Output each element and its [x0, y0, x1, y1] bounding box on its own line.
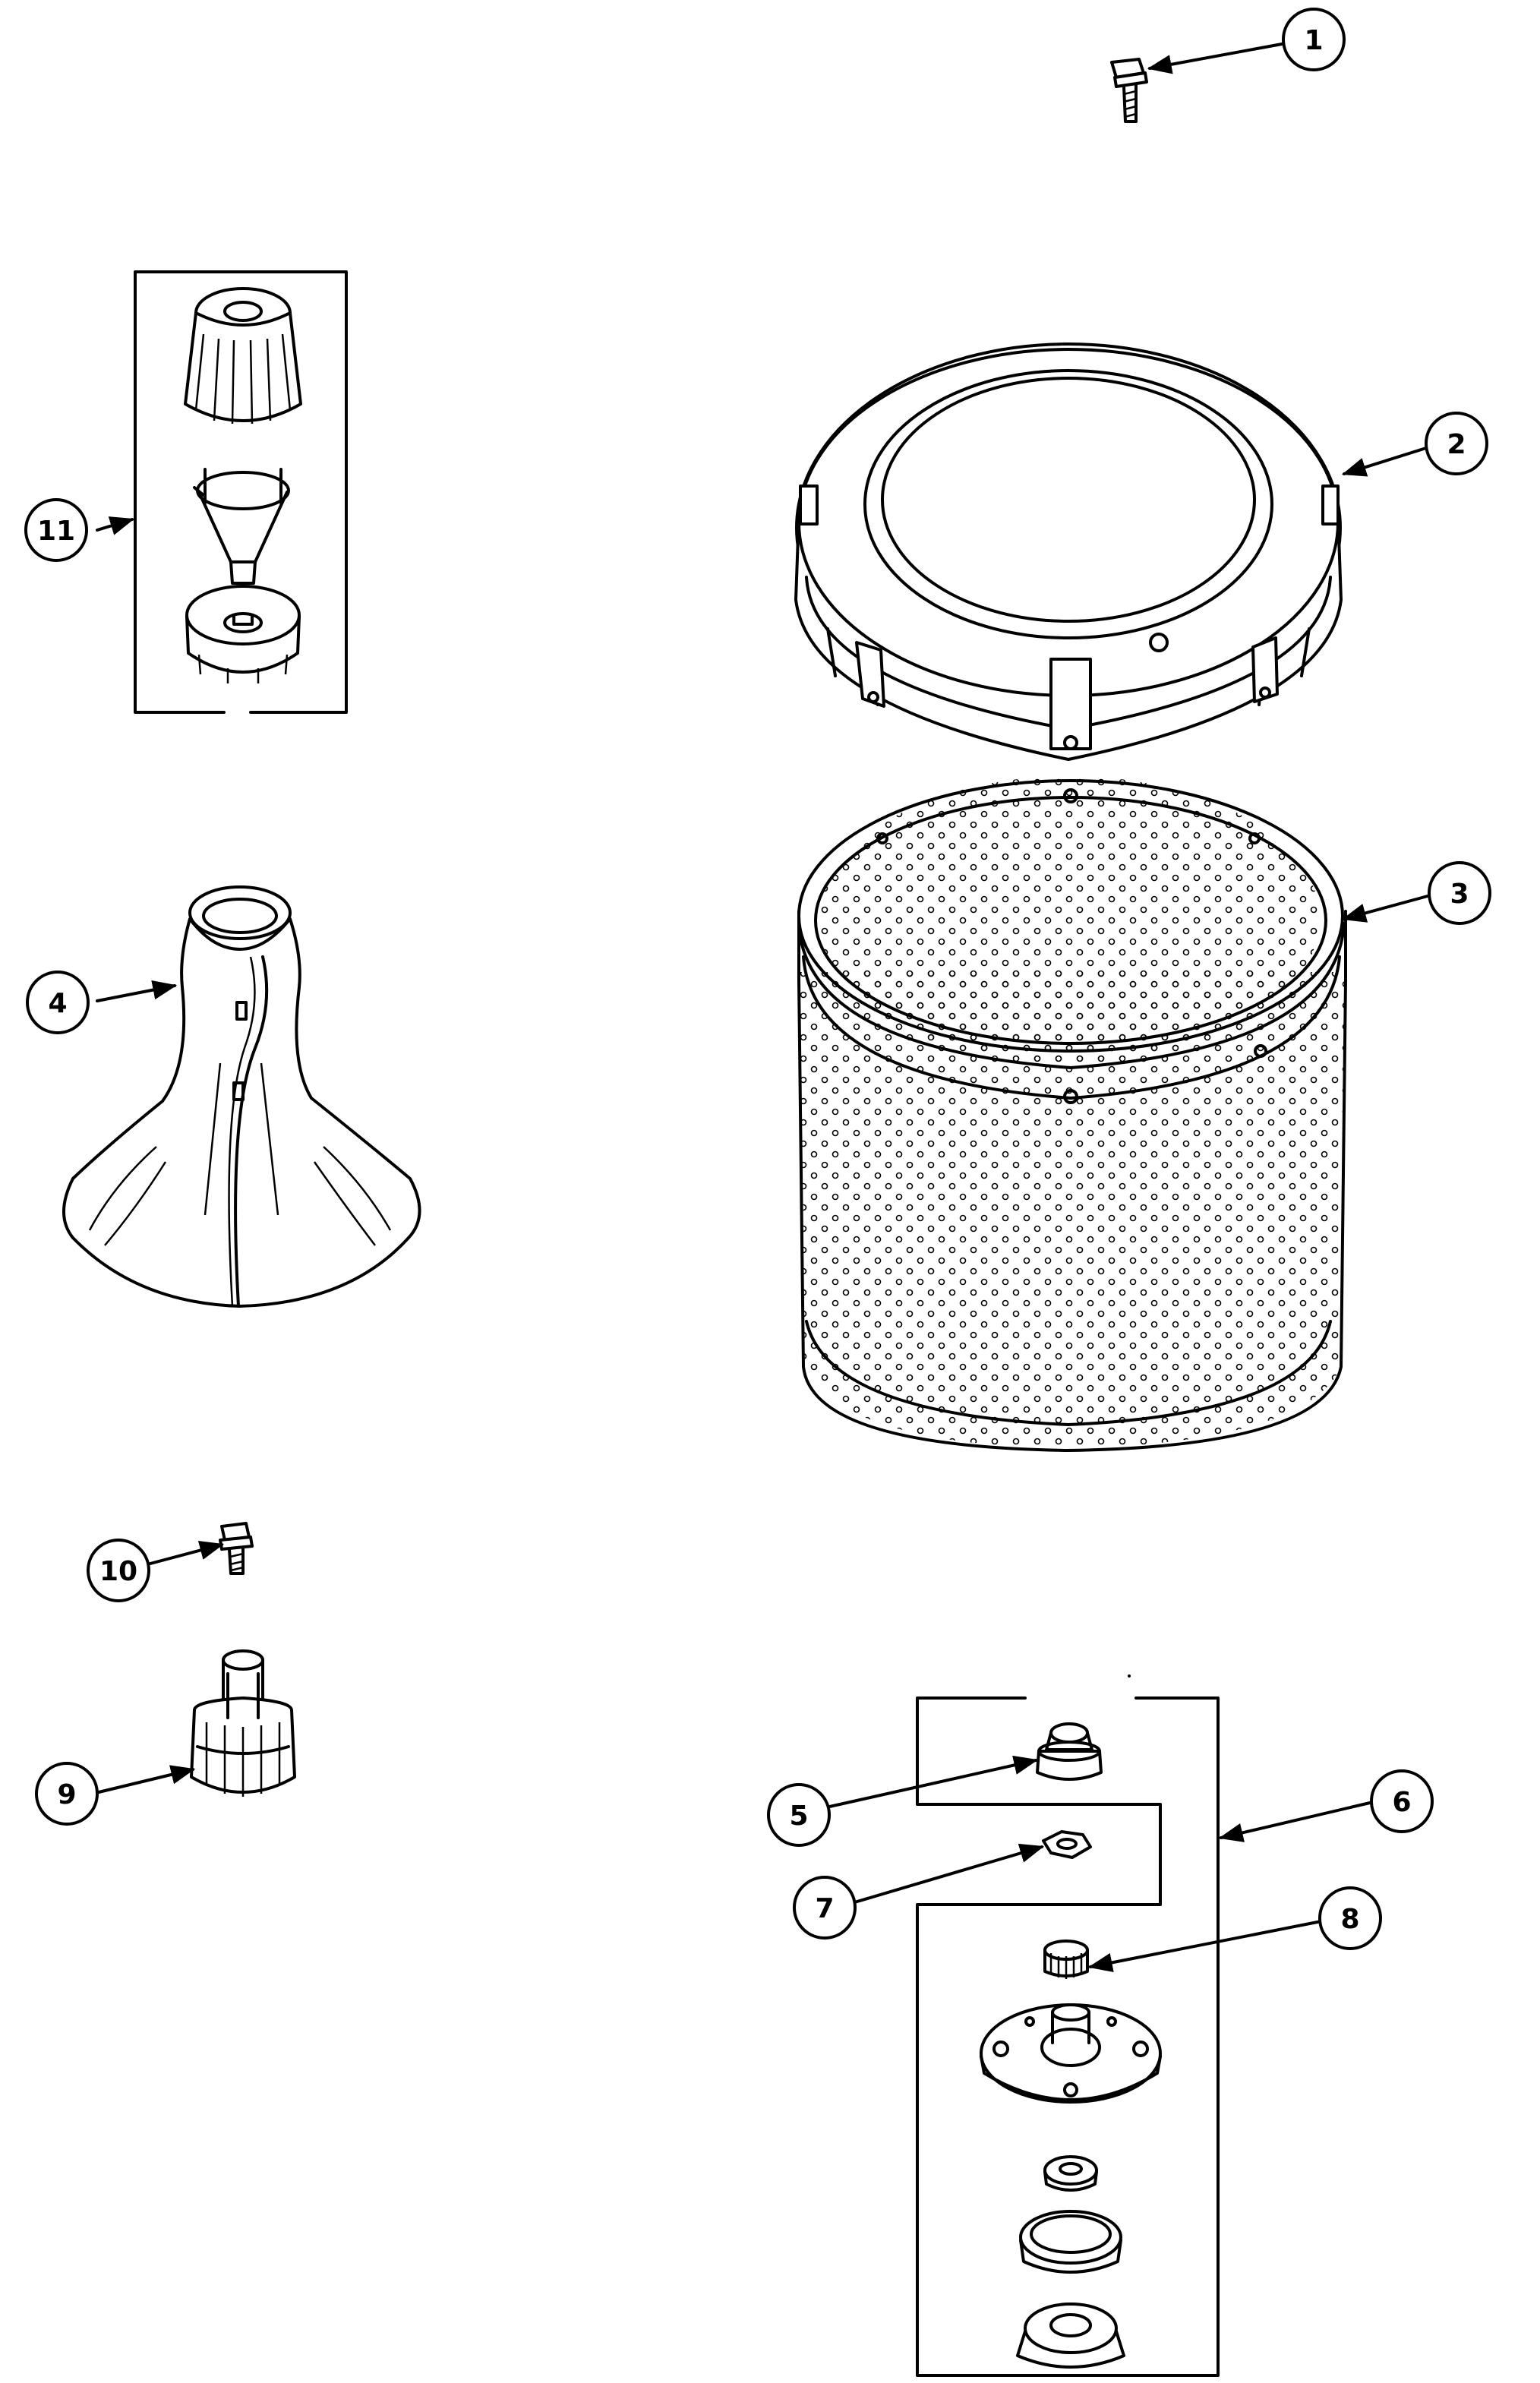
callout-label-9: 9 — [57, 1779, 76, 1810]
callout-8: 8 — [1318, 1886, 1382, 1950]
callout-label-11: 11 — [37, 516, 75, 547]
callout-label-10: 10 — [99, 1556, 137, 1587]
callout-label-8: 8 — [1340, 1904, 1359, 1935]
part-10-bolt — [219, 1522, 254, 1575]
part-4-agitator — [62, 885, 421, 1308]
callout-6: 6 — [1370, 1769, 1434, 1833]
part-1-screw — [1110, 58, 1148, 123]
callout-2: 2 — [1425, 412, 1488, 475]
callout-5: 5 — [767, 1783, 831, 1847]
callout-11: 11 — [24, 498, 88, 562]
callout-7: 7 — [793, 1876, 857, 1940]
callout-1: 1 — [1282, 8, 1346, 71]
callout-label-2: 2 — [1447, 429, 1466, 460]
callout-9: 9 — [35, 1762, 99, 1826]
callout-label-5: 5 — [789, 1801, 808, 1832]
part-11-kit — [134, 270, 348, 714]
callout-label-4: 4 — [48, 988, 67, 1019]
callout-label-1: 1 — [1304, 25, 1323, 56]
callout-label-7: 7 — [815, 1893, 834, 1924]
callout-label-3: 3 — [1450, 879, 1469, 910]
part-6-hub-stack — [980, 2003, 1162, 2369]
callout-4: 4 — [26, 971, 90, 1034]
callout-3: 3 — [1428, 861, 1491, 925]
part-2-tub-ring — [794, 342, 1343, 761]
part-3-basket — [797, 776, 1347, 1452]
part-8-bearing — [1043, 1940, 1089, 1979]
part-6-kit — [916, 1674, 1220, 2377]
part-5-bushing — [1036, 1722, 1103, 1781]
part-9-adapter — [190, 1649, 296, 1797]
callout-10: 10 — [87, 1539, 150, 1602]
part-7-nut — [1042, 1830, 1092, 1859]
callout-label-6: 6 — [1392, 1787, 1411, 1818]
leader-lines — [96, 43, 1429, 1972]
